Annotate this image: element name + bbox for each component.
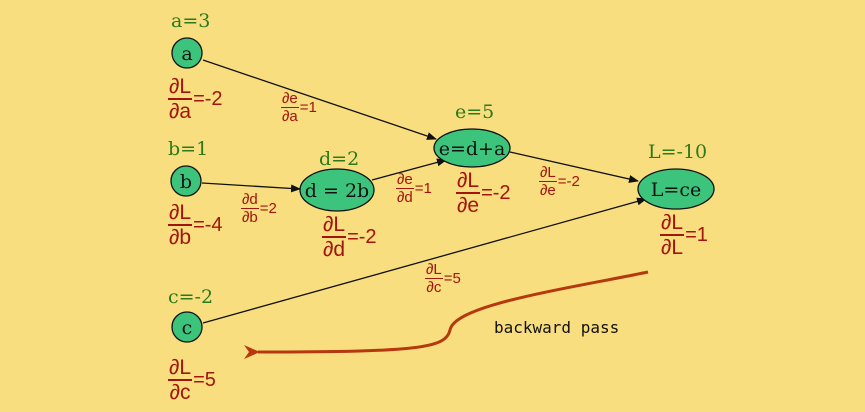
edge-gradient-dd-db-numerator: ∂d xyxy=(241,191,259,209)
gradient-dL-da-value: =-2 xyxy=(193,87,223,110)
gradient-dL-db-value: =-4 xyxy=(193,213,223,236)
node-d-label: d = 2b xyxy=(305,180,369,202)
node-a: a xyxy=(171,37,203,69)
node-c: c xyxy=(171,311,203,343)
edge-gradient-de-da-denominator: ∂a xyxy=(282,108,298,125)
node-e: e=d+a xyxy=(433,128,511,168)
node-L: L=ce xyxy=(637,168,715,210)
gradient-dL-dc-denominator: ∂c xyxy=(169,381,191,404)
edge-gradient-dL-dc: ∂L∂c=5 xyxy=(425,262,461,295)
gradient-dL-de-denominator: ∂e xyxy=(457,194,480,217)
gradient-dL-dd: ∂L∂d=-2 xyxy=(322,214,377,260)
gradient-dL-db: ∂L∂b=-4 xyxy=(168,202,223,248)
edge-gradient-de-da-value: =1 xyxy=(299,99,317,116)
node-a-label: a xyxy=(181,43,192,65)
value-c: c=-2 xyxy=(168,286,214,308)
node-c-label: c xyxy=(182,317,193,339)
edge-gradient-dL-de-denominator: ∂e xyxy=(540,182,556,199)
gradient-dL-dd-numerator: ∂L xyxy=(322,213,347,238)
node-b: b xyxy=(170,165,202,197)
value-e: e=5 xyxy=(455,101,495,123)
edge-gradient-dd-db: ∂d∂b=2 xyxy=(241,192,277,225)
gradient-dL-de-numerator: ∂L xyxy=(456,169,481,194)
gradient-dL-db-numerator: ∂L xyxy=(168,201,193,226)
gradient-dL-dc: ∂L∂c=5 xyxy=(168,357,216,403)
edge-gradient-dL-de: ∂L∂e=-2 xyxy=(539,165,580,198)
edge-gradient-dd-db-denominator: ∂b xyxy=(242,209,258,226)
edge-gradient-de-dd-denominator: ∂d xyxy=(397,189,413,206)
edge-c-to-L xyxy=(202,197,647,324)
edge-gradient-de-da-numerator: ∂e xyxy=(281,90,299,108)
edge-gradient-de-dd-numerator: ∂e xyxy=(396,171,414,189)
gradient-dL-da: ∂L∂a=-2 xyxy=(168,76,223,122)
gradient-dL-dc-value: =5 xyxy=(193,368,216,391)
node-d: d = 2b xyxy=(299,168,375,212)
gradient-dL-de: ∂L∂e=-2 xyxy=(456,170,511,216)
edge-gradient-dL-de-value: =-2 xyxy=(557,173,580,190)
gradient-dL-db-denominator: ∂b xyxy=(169,226,192,249)
gradient-dL-dL-value: =1 xyxy=(685,223,708,246)
edge-a-to-e xyxy=(202,59,437,140)
edge-gradient-dd-db-value: =2 xyxy=(259,200,277,217)
gradient-dL-dc-numerator: ∂L xyxy=(168,356,193,381)
edge-gradient-de-dd-value: =1 xyxy=(414,180,432,197)
edge-d-to-e xyxy=(371,158,447,181)
node-e-label: e=d+a xyxy=(439,138,506,160)
gradient-dL-dL: ∂L∂L=1 xyxy=(660,212,708,258)
backward-pass-arrow xyxy=(243,270,649,360)
edge-e-to-L xyxy=(509,151,639,183)
value-d: d=2 xyxy=(319,148,360,170)
gradient-dL-da-denominator: ∂a xyxy=(169,100,192,123)
edge-gradient-dL-dc-value: =5 xyxy=(443,270,461,287)
value-a: a=3 xyxy=(171,10,211,32)
edge-gradient-dL-de-numerator: ∂L xyxy=(539,164,557,182)
edge-gradient-dL-dc-numerator: ∂L xyxy=(425,261,443,279)
value-b: b=1 xyxy=(168,138,209,160)
edge-b-to-d xyxy=(201,182,301,193)
value-L: L=-10 xyxy=(648,141,708,163)
gradient-dL-da-numerator: ∂L xyxy=(168,75,193,100)
node-b-label: b xyxy=(180,171,192,193)
gradient-dL-dd-value: =-2 xyxy=(347,225,377,248)
edge-gradient-de-dd: ∂e∂d=1 xyxy=(396,172,432,205)
edge-gradient-de-da: ∂e∂a=1 xyxy=(281,91,317,124)
node-L-label: L=ce xyxy=(651,179,701,201)
edge-gradient-dL-dc-denominator: ∂c xyxy=(426,279,442,296)
gradient-dL-dd-denominator: ∂d xyxy=(323,238,346,261)
gradient-dL-dL-numerator: ∂L xyxy=(660,211,685,236)
backward-pass-label: backward pass xyxy=(494,318,620,337)
gradient-dL-de-value: =-2 xyxy=(481,181,511,204)
gradient-dL-dL-denominator: ∂L xyxy=(661,236,684,259)
